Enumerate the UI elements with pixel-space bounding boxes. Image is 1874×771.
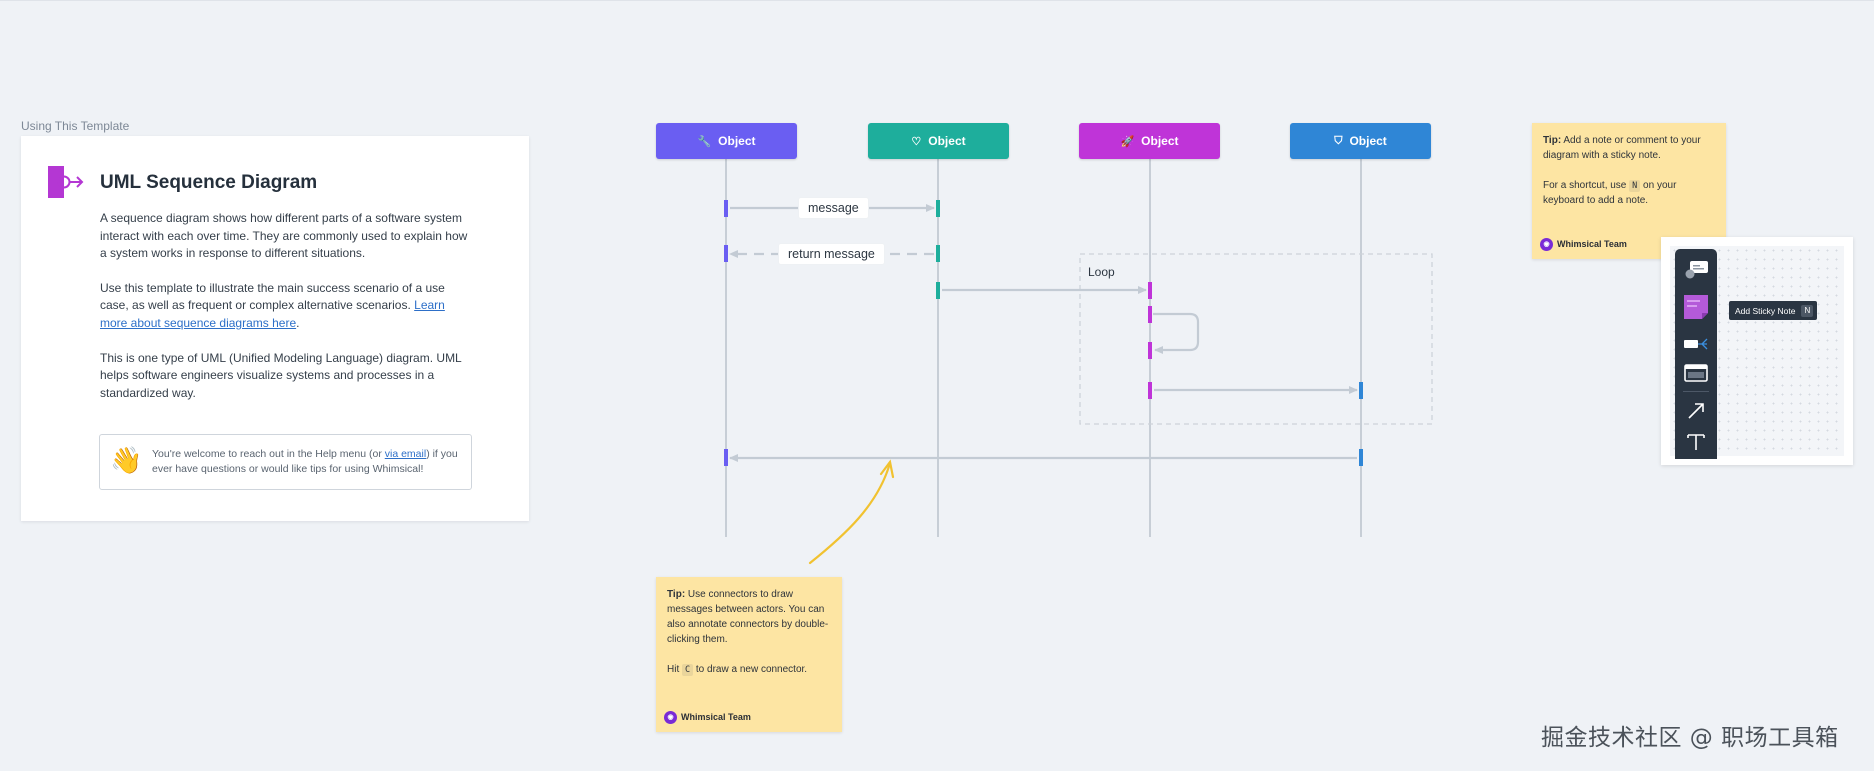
hit-pre: Hit <box>667 664 682 675</box>
activation-bar <box>936 200 940 217</box>
self-loop-arrow <box>1153 312 1200 354</box>
intro-paragraph-2-end: . <box>296 315 300 330</box>
toolbar-divider <box>1683 391 1709 392</box>
top-border <box>0 0 1874 1</box>
signature-text: Whimsical Team <box>1557 239 1627 249</box>
object-header-4[interactable]: ⛉ Object <box>1290 123 1431 159</box>
toolbar <box>1675 249 1717 459</box>
object-label: Object <box>718 134 756 148</box>
comment-tool-icon <box>1685 261 1708 279</box>
sticky-note-text: Tip: Add a note or comment to your diagr… <box>1543 133 1719 223</box>
help-callout: 👋 You're welcome to reach out in the Hel… <box>99 434 472 490</box>
add-sticky-note-tooltip: Add Sticky Note N <box>1729 301 1818 320</box>
object-header-3[interactable]: 🚀 Object <box>1079 123 1220 159</box>
short-post: on your keyboard to add a note. <box>1543 180 1677 206</box>
sticky-tip-paragraph: Tip: Add a note or comment to your diagr… <box>1543 133 1719 163</box>
loop-label: Loop <box>1088 265 1115 279</box>
signature-text: Whimsical Team <box>681 712 751 722</box>
whimsical-logo-icon: ◉ <box>1540 238 1553 251</box>
help-text-a: You're welcome to reach out in the Help … <box>152 448 385 460</box>
whimsical-logo-icon: ◉ <box>664 711 677 724</box>
tooltip-label: Add Sticky Note <box>1735 305 1796 316</box>
return-message-label[interactable]: return message <box>779 244 884 264</box>
help-text: You're welcome to reach out in the Help … <box>152 447 462 477</box>
waving-hand-icon: 👋 <box>110 445 143 475</box>
sticky-signature: ◉ Whimsical Team <box>664 710 751 725</box>
object-header-2[interactable]: ♡ Object <box>868 123 1009 159</box>
learn-more-link[interactable]: Learn more about sequence diagrams here <box>100 298 445 330</box>
card-body: A sequence diagram shows how different p… <box>100 210 475 419</box>
activation-bar <box>724 200 728 217</box>
intro-paragraph-2: Use this template to illustrate the main… <box>100 280 475 333</box>
activation-bar <box>724 449 728 466</box>
help-text-b: ) if you ever have questions or would li… <box>152 448 458 475</box>
wireframe-tool-icon <box>1684 364 1708 382</box>
sticky-signature: ◉ Whimsical Team <box>1540 237 1627 252</box>
activation-bar <box>936 245 940 262</box>
intro-paragraph-2-text: Use this template to illustrate the main… <box>100 280 445 313</box>
intro-paragraph-1: A sequence diagram shows how different p… <box>100 211 468 261</box>
object-label: Object <box>928 134 966 148</box>
sticky-note-tool-icon <box>1684 295 1708 319</box>
tip-text: Add a note or comment to your diagram wi… <box>1543 135 1701 161</box>
activation-bar <box>1148 382 1152 399</box>
object-label: Object <box>1141 134 1179 148</box>
activation-bar <box>1148 342 1152 359</box>
activation-bars <box>724 200 1363 466</box>
email-link[interactable]: via email <box>384 448 427 460</box>
mindmap-tool-icon <box>1684 338 1708 350</box>
activation-bar <box>936 282 940 299</box>
heart-icon: ♡ <box>911 135 922 148</box>
activation-bar <box>1359 382 1363 399</box>
toolbar-screenshot[interactable]: Add Sticky Note N <box>1661 237 1853 465</box>
key-n: N <box>1629 180 1641 192</box>
activation-bar <box>1148 306 1152 323</box>
sequence-diagram-icon <box>48 166 84 198</box>
sticky-note-connectors[interactable]: Tip: Use connectors to draw messages bet… <box>656 577 842 732</box>
sticky-note-text: Tip: Use connectors to draw messages bet… <box>667 587 833 692</box>
sticky-hit-paragraph: Hit C to draw a new connector. <box>667 662 833 677</box>
tip-bold: Tip: <box>1543 135 1562 146</box>
card-title: UML Sequence Diagram <box>100 172 318 193</box>
loop-frame[interactable] <box>1079 253 1433 425</box>
tooltip-key: N <box>1801 304 1814 317</box>
text-tool-icon <box>1687 434 1705 450</box>
hit-post: to draw a new connector. <box>693 664 808 675</box>
annotation-arrow[interactable] <box>808 459 895 565</box>
sticky-shortcut-paragraph: For a shortcut, use N on your keyboard t… <box>1543 178 1719 208</box>
watermark: 掘金技术社区 @ 职场工具箱 <box>1541 725 1839 751</box>
rocket-icon: 🚀 <box>1120 135 1135 148</box>
sticky-note-shortcut[interactable]: Tip: Add a note or comment to your diagr… <box>1532 123 1726 259</box>
object-label: Object <box>1349 134 1387 148</box>
tip-bold: Tip: <box>667 589 686 600</box>
intro-paragraph-3: This is one type of UML (Unified Modelin… <box>100 350 462 400</box>
message-label[interactable]: message <box>799 198 868 218</box>
key-c: C <box>682 664 694 676</box>
connector-tool-icon <box>1688 403 1704 419</box>
section-label: Using This Template <box>21 119 130 133</box>
activation-bar <box>1148 282 1152 299</box>
sticky-tip-paragraph: Tip: Use connectors to draw messages bet… <box>667 587 833 647</box>
object-header-1[interactable]: 🔧 Object <box>656 123 797 159</box>
wrench-icon: 🔧 <box>697 135 712 148</box>
short-pre: For a shortcut, use <box>1543 180 1630 191</box>
activation-bar <box>724 245 728 262</box>
badge-icon: ⛉ <box>1334 134 1343 147</box>
tip-text: Use connectors to draw messages between … <box>667 589 829 645</box>
intro-card[interactable]: UML Sequence Diagram A sequence diagram … <box>21 136 529 521</box>
activation-bar <box>1359 449 1363 466</box>
